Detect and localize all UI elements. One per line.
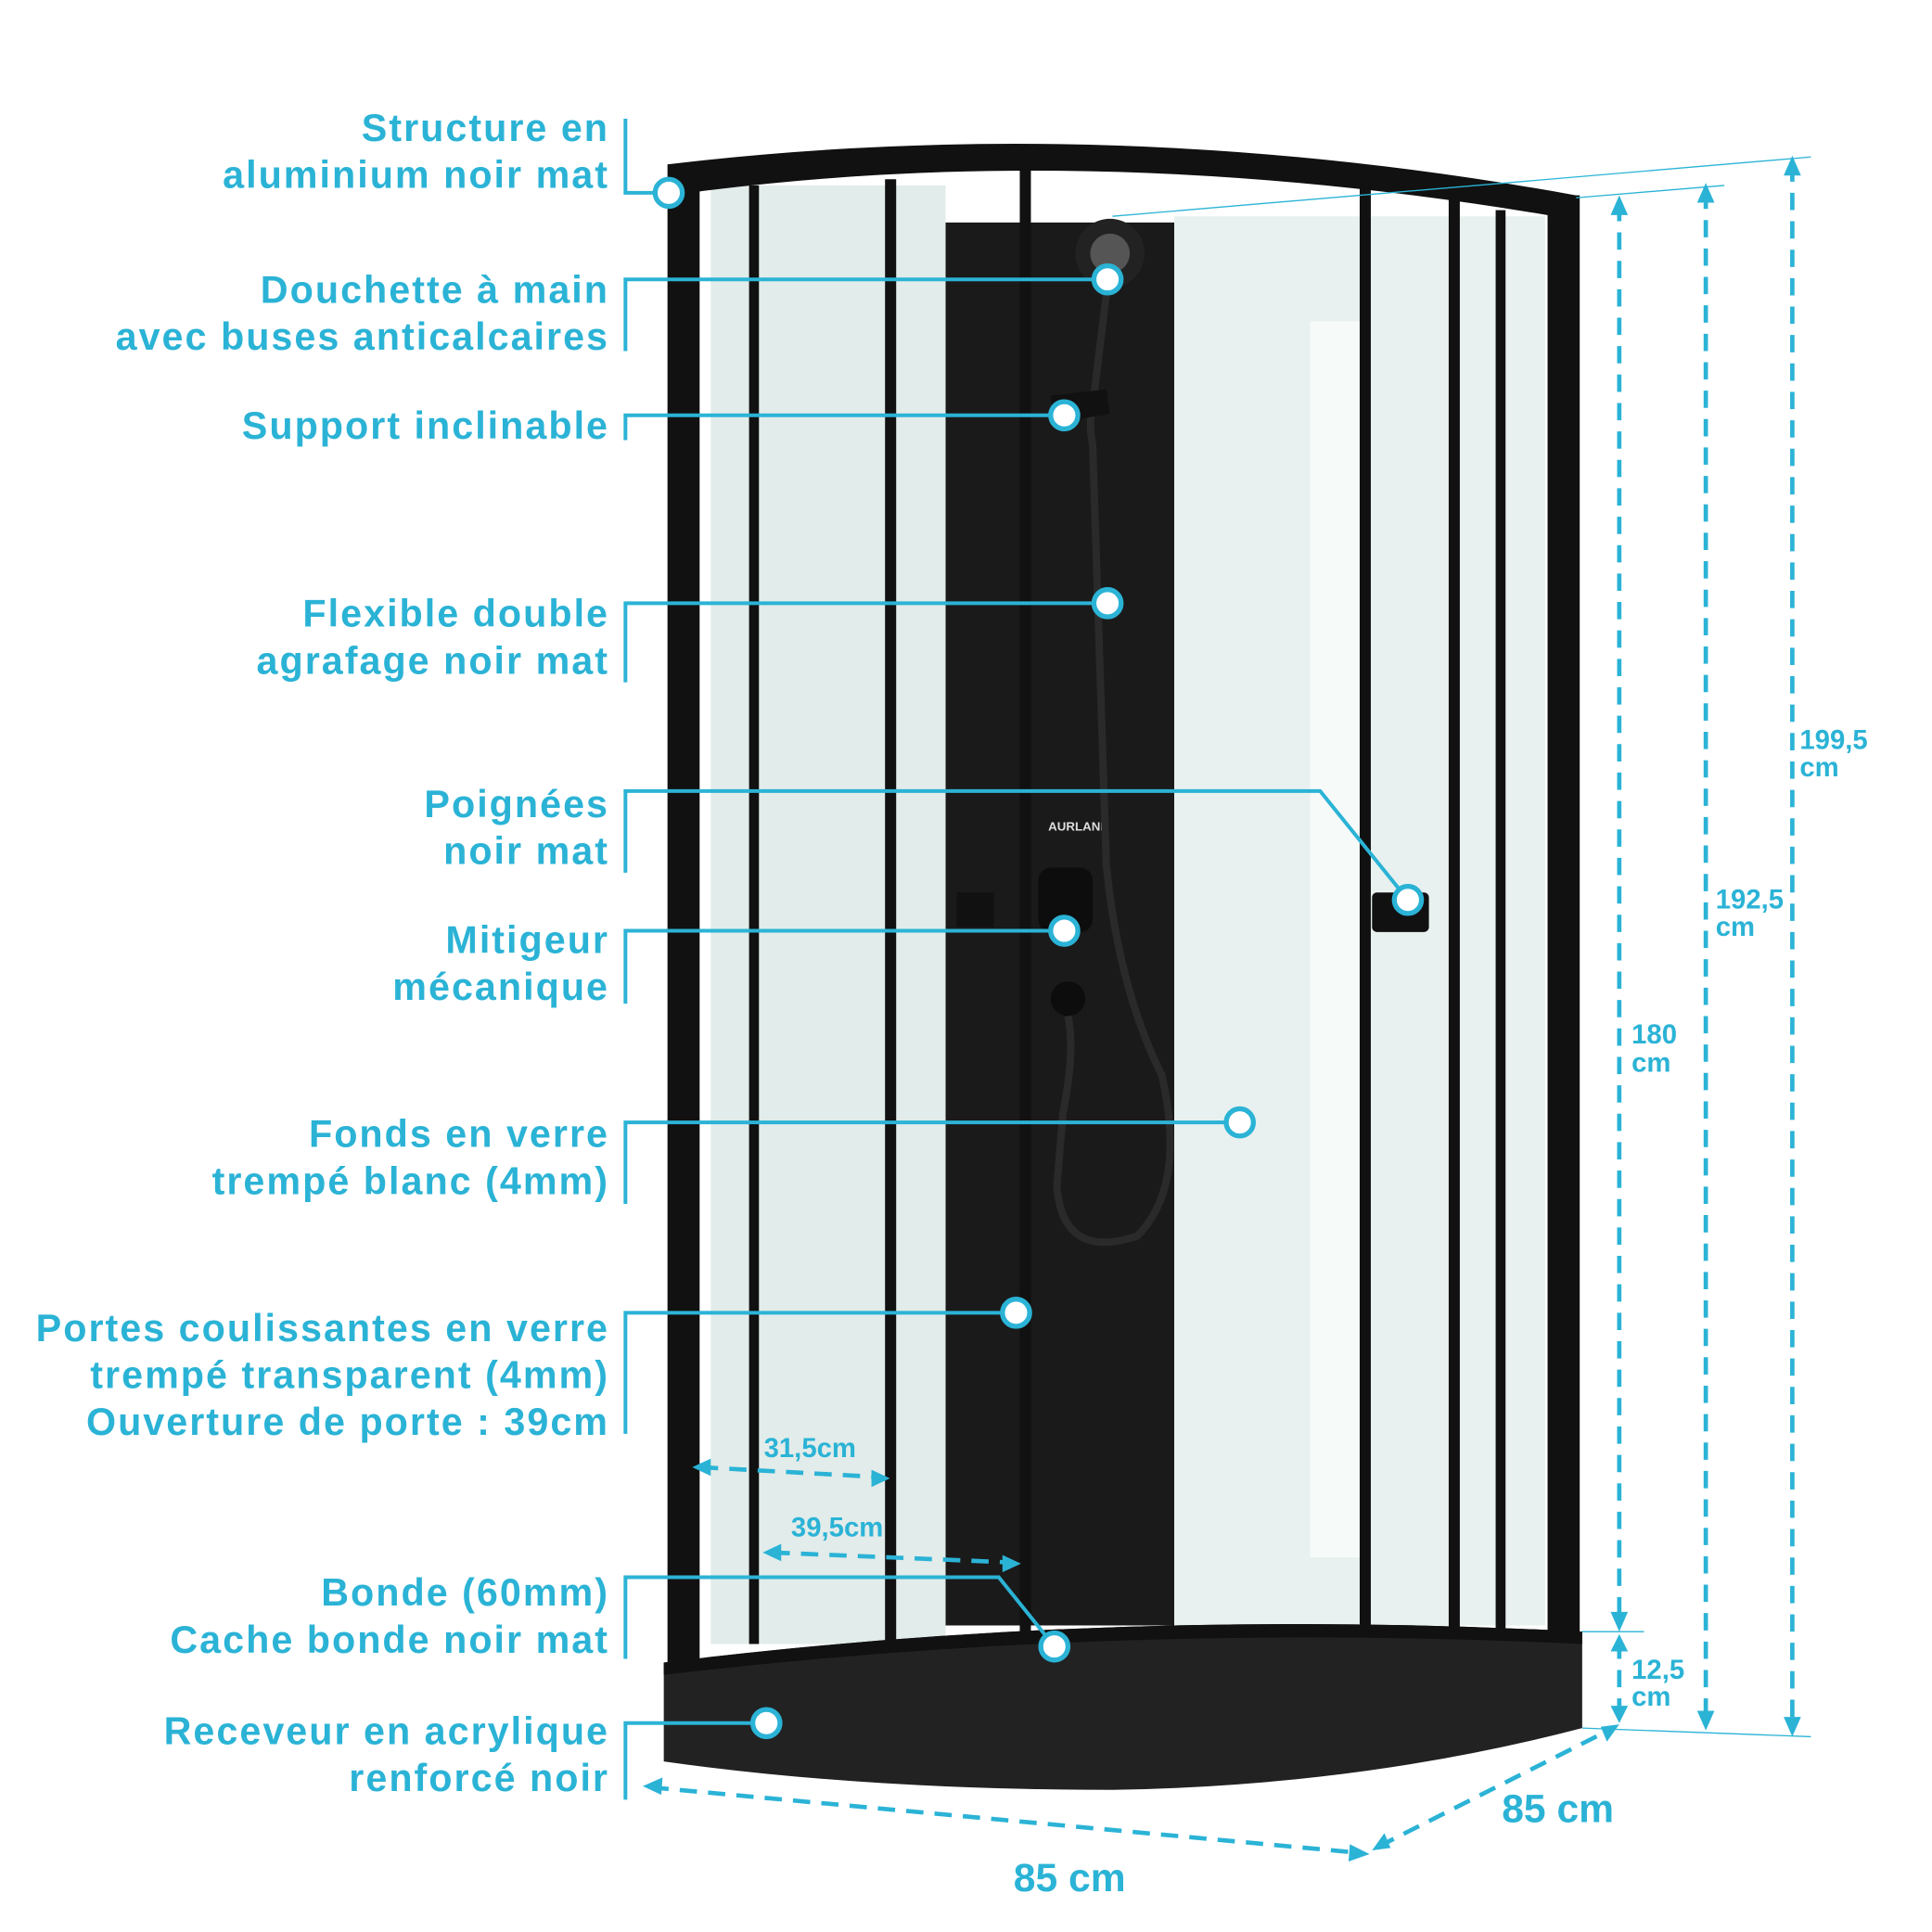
label-text: agrafage noir mat: [257, 639, 610, 682]
dim-192-5: 192,5: [1716, 885, 1784, 915]
label-text: Mitigeur: [445, 919, 609, 962]
dim-180: 180: [1631, 1019, 1677, 1050]
callout-portes: Portes coulissantes en verre trempé tran…: [36, 1296, 1032, 1443]
shower-hose: [1053, 284, 1174, 1247]
label-text: trempé blanc (4mm): [212, 1159, 609, 1202]
callout-flexible: Flexible double agrafage noir mat: [257, 587, 1124, 683]
label-text: noir mat: [443, 830, 609, 873]
left-post: [667, 164, 700, 1667]
label-text: Portes coulissantes en verre: [36, 1307, 609, 1350]
callout-receveur: Receveur en acrylique renforcé noir: [164, 1707, 783, 1800]
dim-width-side: 85 cm: [1502, 1786, 1614, 1831]
callout-douchette: Douchette à main avec buses anticalcaire…: [116, 262, 1124, 358]
callout-fonds: Fonds en verre trempé blanc (4mm): [212, 1106, 1257, 1205]
label-text: Fonds en verre: [309, 1113, 609, 1156]
dimension-lines: 180 cm 192,5 cm 199,5 cm 12,5 cm 85 cm 8…: [643, 155, 1868, 1900]
brand-logo: AURLANE: [1048, 820, 1108, 834]
label-text: aluminium noir mat: [223, 154, 609, 197]
dim-31-5: 31,5cm: [764, 1433, 856, 1464]
label-text: Flexible double: [302, 593, 609, 635]
diverter: [1050, 981, 1086, 1017]
label-text: Douchette à main: [261, 269, 609, 312]
dim-12-5: 12,5: [1631, 1655, 1684, 1685]
right-post: [1547, 195, 1580, 1642]
callout-support: Support inclinable: [242, 399, 1081, 447]
callout-structure: Structure en aluminium noir mat: [223, 107, 685, 210]
label-text: renforcé noir: [349, 1757, 609, 1799]
shower-tray: [663, 1623, 1582, 1790]
label-text: Structure en: [362, 107, 609, 149]
dim-39-5: 39,5cm: [791, 1513, 883, 1543]
label-text: trempé transparent (4mm): [90, 1354, 609, 1397]
label-text: cm: [1631, 1682, 1670, 1712]
door-bars: [748, 166, 1506, 1657]
label-text: avec buses anticalcaires: [116, 315, 609, 358]
mixer-tap: [1038, 867, 1094, 932]
label-text: cm: [1799, 752, 1838, 783]
label-text: cm: [1716, 912, 1755, 942]
label-text: Support inclinable: [242, 404, 609, 447]
callout-poignees: Poignées noir mat: [424, 783, 1425, 916]
label-text: Receveur en acrylique: [164, 1709, 609, 1752]
label-text: mécanique: [392, 966, 609, 1008]
dim-width-front: 85 cm: [1014, 1856, 1126, 1900]
label-text: cm: [1631, 1047, 1670, 1078]
callout-mitigeur: Mitigeur mécanique: [392, 915, 1081, 1008]
label-text: Ouverture de porte : 39cm: [86, 1401, 609, 1443]
glass-left: [710, 185, 946, 1644]
top-frame: [667, 144, 1577, 221]
label-text: Cache bonde noir mat: [170, 1619, 609, 1661]
label-text: Bonde (60mm): [321, 1571, 609, 1614]
callout-bonde: Bonde (60mm) Cache bonde noir mat: [170, 1571, 1071, 1663]
label-text: Poignées: [424, 783, 609, 825]
dim-199-5: 199,5: [1799, 725, 1867, 756]
